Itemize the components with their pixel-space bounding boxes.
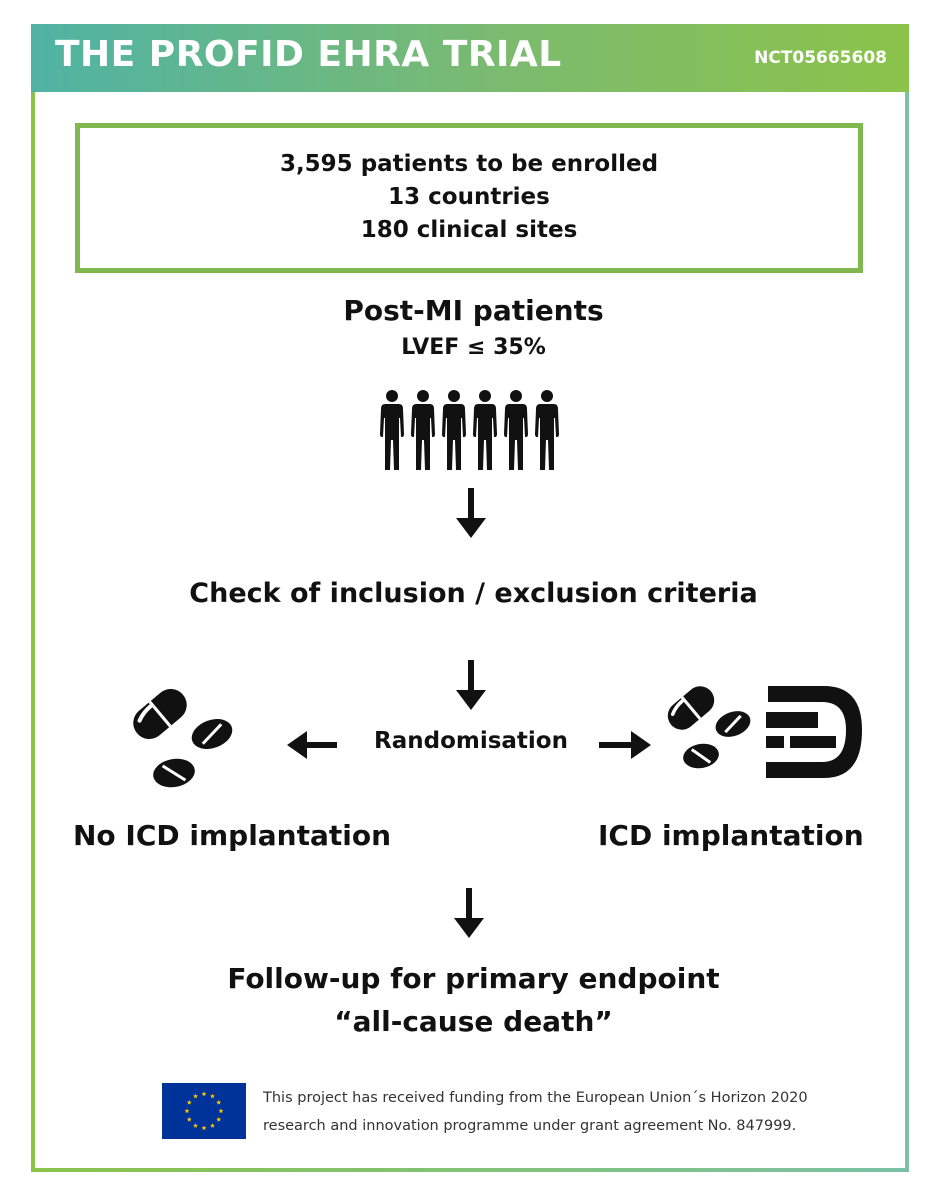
eu-star	[218, 1108, 224, 1114]
endpoint-title: Follow-up for primary endpoint	[227, 962, 720, 995]
arrow-left-icon	[287, 731, 337, 759]
infographic-frame	[31, 24, 909, 1172]
eu-star	[193, 1093, 198, 1099]
funding-line-1: This project has received funding from t…	[263, 1090, 808, 1106]
eu-star	[184, 1108, 190, 1114]
eu-star	[210, 1093, 215, 1099]
arm-left-label: No ICD implantation	[73, 819, 392, 852]
arrow-down-icon	[454, 888, 484, 938]
eu-star	[186, 1099, 192, 1105]
header-banner: THE PROFID EHRA TRIAL NCT05665608	[31, 24, 909, 92]
arrow-down-icon	[456, 660, 486, 710]
arrow-down-icon	[456, 488, 486, 538]
arm-right-label: ICD implantation	[598, 819, 864, 852]
eu-star	[201, 1091, 207, 1097]
enrollment-patients: 3,595 patients to be enrolled	[279, 151, 659, 177]
people-group	[380, 390, 559, 470]
enrollment-box: 3,595 patients to be enrolled 13 countri…	[75, 123, 863, 273]
person-icon	[442, 390, 466, 470]
eu-flag-icon	[162, 1083, 246, 1139]
eu-star	[193, 1123, 198, 1128]
eu-star	[210, 1123, 215, 1128]
eu-star	[201, 1125, 207, 1131]
icd-device-icon	[766, 686, 862, 778]
enrollment-countries: 13 countries	[388, 184, 550, 210]
person-icon	[380, 390, 404, 470]
endpoint-value: “all-cause death”	[334, 1005, 613, 1038]
eu-star	[216, 1099, 222, 1105]
screening-step: Check of inclusion / exclusion criteria	[189, 578, 758, 609]
person-icon	[504, 390, 528, 470]
trial-id: NCT05665608	[754, 48, 887, 68]
arrow-right-icon	[599, 731, 651, 759]
eu-star	[216, 1116, 222, 1122]
pills-icon	[133, 689, 233, 788]
enrollment-sites: 180 clinical sites	[360, 217, 578, 243]
randomisation-step: Randomisation	[374, 728, 568, 754]
person-icon	[535, 390, 559, 470]
person-icon	[411, 390, 435, 470]
funding-line-2: research and innovation programme under …	[263, 1118, 797, 1134]
population-title: Post-MI patients	[343, 294, 604, 327]
funding-notice: This project has received funding from t…	[263, 1084, 808, 1140]
eu-star	[186, 1116, 192, 1122]
pills-icon	[667, 686, 751, 769]
page-title: THE PROFID EHRA TRIAL	[55, 34, 562, 75]
person-icon	[473, 390, 497, 470]
population-criterion: LVEF ≤ 35%	[401, 335, 546, 360]
